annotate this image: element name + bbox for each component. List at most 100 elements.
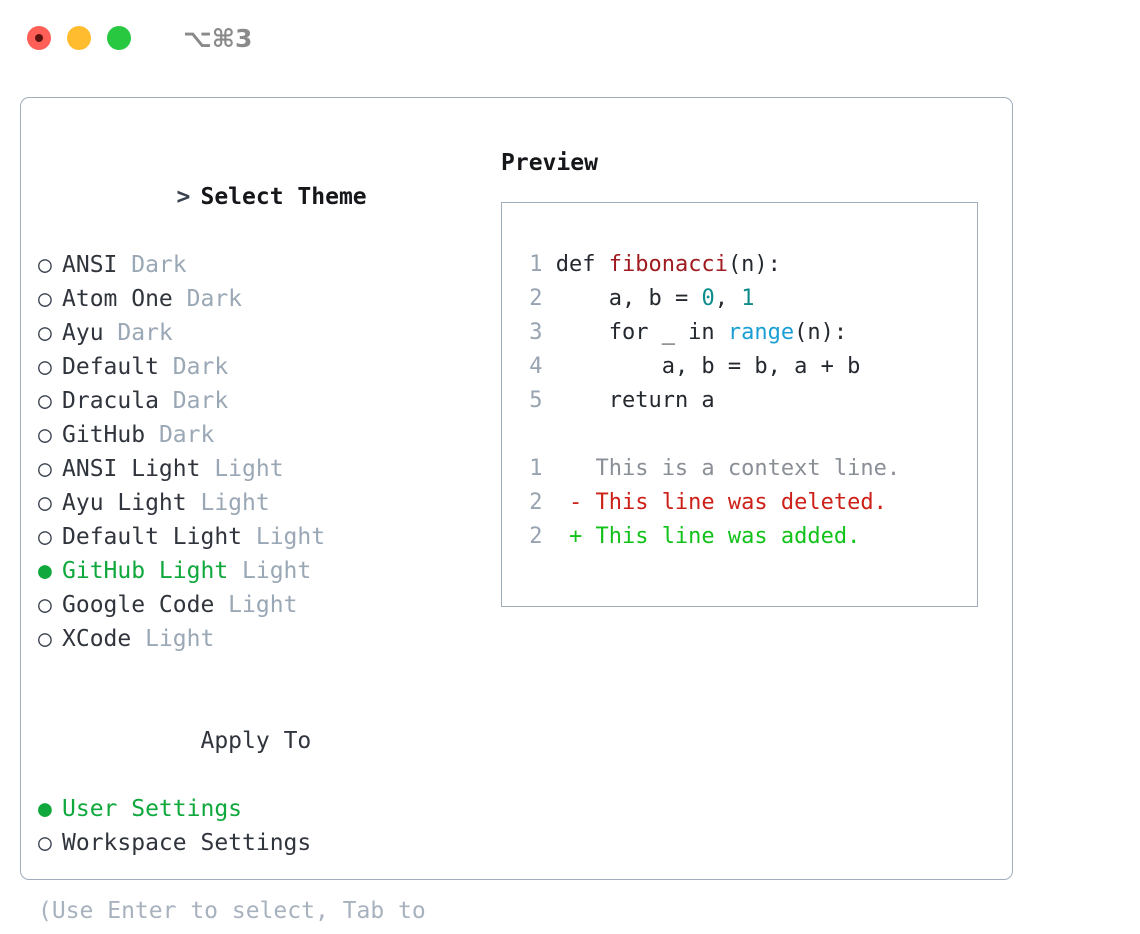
apply-to-option-label: User Settings xyxy=(62,796,243,822)
diff-line: 2 + This line was added. xyxy=(516,520,977,554)
radio-unselected-icon: ○ xyxy=(38,626,52,652)
line-number: 1 xyxy=(529,252,543,277)
theme-variant-badge: Dark xyxy=(172,286,243,312)
radio-unselected-icon: ○ xyxy=(38,320,52,346)
line-number: 4 xyxy=(529,354,543,379)
theme-name: GitHub Light xyxy=(62,558,229,584)
diff-sample: 1 This is a context line.2 - This line w… xyxy=(516,452,977,554)
theme-variant-badge: Dark xyxy=(158,388,229,414)
theme-name: Atom One xyxy=(62,286,173,312)
code-line: 3 for _ in range(n): xyxy=(516,316,977,350)
line-number: 3 xyxy=(529,320,543,345)
code-token: (n): xyxy=(727,252,781,277)
theme-list-item[interactable]: ○ Google Code Light xyxy=(38,588,498,622)
code-line: 4 a, b = b, a + b xyxy=(516,350,977,384)
keyboard-hint: (Use Enter to select, Tab to change focu… xyxy=(38,898,426,934)
titlebar: ⌥⌘3 xyxy=(0,0,1140,76)
diff-line: 1 This is a context line. xyxy=(516,452,977,486)
shortcut-label: ⌥⌘3 xyxy=(183,23,253,53)
theme-list-item[interactable]: ○GitHub Dark xyxy=(38,418,498,452)
theme-name: Ayu Light xyxy=(62,490,187,516)
theme-name: XCode xyxy=(62,626,132,652)
maximize-button[interactable] xyxy=(107,26,131,50)
line-number: 1 xyxy=(529,456,543,481)
apply-to-heading: ○Apply To xyxy=(38,690,498,792)
theme-list-item[interactable]: ○Default Light Light xyxy=(38,520,498,554)
line-number: 2 xyxy=(529,524,543,549)
theme-list-item[interactable]: ○ Dracula Dark xyxy=(38,384,498,418)
theme-list-item[interactable]: ○ Default Dark xyxy=(38,350,498,384)
theme-list-item[interactable]: ○Ayu Light Light xyxy=(38,486,498,520)
theme-name: Default Light xyxy=(62,524,243,550)
theme-name: Google Code xyxy=(62,592,215,618)
theme-variant-badge: Dark xyxy=(117,252,187,278)
code-line: 1 def fibonacci(n): xyxy=(516,248,977,282)
code-line: 2 a, b = 0, 1 xyxy=(516,282,977,316)
theme-list-item[interactable]: ○ Atom One Dark xyxy=(38,282,498,316)
theme-list-item[interactable]: ○ XCode Light xyxy=(38,622,498,656)
code-token: , xyxy=(714,286,742,311)
code-token: 1 xyxy=(741,286,755,311)
line-number: 2 xyxy=(529,286,543,311)
theme-name: ANSI Light xyxy=(62,456,201,482)
code-token: a, b = xyxy=(555,286,702,311)
code-token: fibonacci xyxy=(608,252,728,277)
theme-picker-heading: > Select Theme xyxy=(38,146,498,248)
theme-list-item[interactable]: ○ANSI Dark xyxy=(38,248,498,282)
theme-variant-badge: Light xyxy=(242,524,326,550)
code-diff-gap xyxy=(516,418,977,452)
page-title: Select Theme xyxy=(200,184,367,210)
apply-to-marker-spacer: ○ xyxy=(176,724,200,758)
theme-name: Ayu xyxy=(62,320,104,346)
radio-unselected-icon: ○ xyxy=(38,388,52,414)
theme-variant-badge: Light xyxy=(131,626,215,652)
theme-list-item[interactable]: ● GitHub Light Light xyxy=(38,554,498,588)
code-token: 0 xyxy=(701,286,715,311)
radio-unselected-icon: ○ xyxy=(38,422,52,448)
code-token: range xyxy=(727,320,795,345)
close-icon xyxy=(35,34,43,42)
apply-to-option[interactable]: ● User Settings xyxy=(38,792,498,826)
diff-line-text: + This line was added. xyxy=(542,524,861,549)
code-token: return a xyxy=(555,388,715,413)
theme-list-item[interactable]: ○ Ayu Dark xyxy=(38,316,498,350)
apply-to-option-label: Workspace Settings xyxy=(62,830,312,856)
theme-picker-column: >Select Theme ○ANSI Dark○Atom One Dark○A… xyxy=(38,146,498,934)
code-token: def xyxy=(555,252,609,277)
main-panel: >Select Theme ○ANSI Dark○Atom One Dark○A… xyxy=(20,97,1013,934)
hint-spacer xyxy=(38,860,498,894)
radio-unselected-icon: ○ xyxy=(38,592,52,618)
radio-selected-icon: ● xyxy=(38,558,52,584)
theme-variant-badge: Dark xyxy=(158,354,229,380)
code-token: (n): xyxy=(794,320,848,345)
theme-name: Dracula xyxy=(62,388,159,414)
code-token: a, b = b, a + b xyxy=(555,354,861,379)
apply-to-label: Apply To xyxy=(200,728,312,754)
code-token: for _ in xyxy=(555,320,728,345)
close-button[interactable] xyxy=(27,26,51,50)
radio-unselected-icon: ○ xyxy=(38,286,52,312)
theme-variant-badge: Dark xyxy=(103,320,173,346)
radio-unselected-icon: ○ xyxy=(38,830,52,856)
preview-column: Preview 1 def fibonacci(n):2 a, b = 0, 1… xyxy=(501,146,991,607)
diff-line: 2 - This line was deleted. xyxy=(516,486,977,520)
theme-list-item[interactable]: ○ANSI Light Light xyxy=(38,452,498,486)
theme-variant-badge: Light xyxy=(214,592,298,618)
theme-name: Default xyxy=(62,354,159,380)
radio-selected-icon: ● xyxy=(38,796,52,822)
minimize-button[interactable] xyxy=(67,26,91,50)
caret-icon: > xyxy=(176,184,191,210)
radio-unselected-icon: ○ xyxy=(38,252,52,278)
theme-variant-badge: Light xyxy=(228,558,312,584)
apply-to-option[interactable]: ○ Workspace Settings xyxy=(38,826,498,860)
line-number: 5 xyxy=(529,388,543,413)
apply-to-list: ● User Settings ○ Workspace Settings xyxy=(38,792,498,860)
code-line: 5 return a xyxy=(516,384,977,418)
radio-unselected-icon: ○ xyxy=(38,354,52,380)
diff-line-text: This is a context line. xyxy=(542,456,901,481)
theme-name: GitHub xyxy=(62,422,146,448)
theme-list: ○ANSI Dark○Atom One Dark○Ayu Dark○Defaul… xyxy=(38,248,498,656)
diff-line-text: - This line was deleted. xyxy=(542,490,887,515)
window-controls xyxy=(27,26,131,50)
